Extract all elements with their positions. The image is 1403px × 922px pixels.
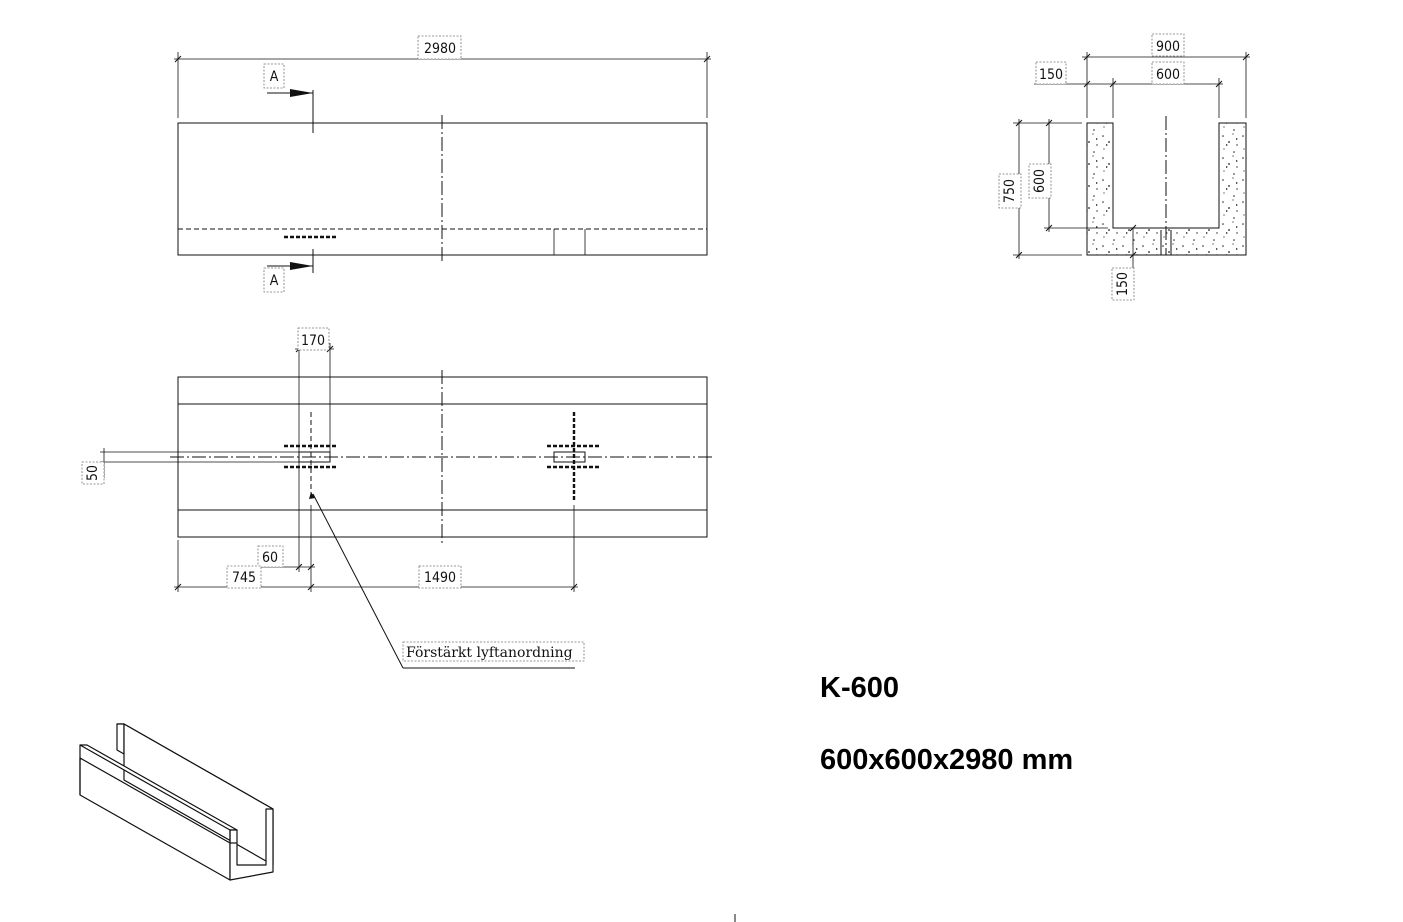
dim-section-total-width: 900 [1156,39,1180,55]
section-arrow-top [290,89,313,97]
section-mark-bottom: A [270,273,279,289]
dim-anchor-offset: 50 [85,465,101,481]
callout-note: Förstärkt lyftanordning [406,645,573,661]
product-code: K-600 [820,672,899,704]
dim-section-base: 150 [1115,272,1131,296]
dim-section-inner-height: 600 [1032,169,1048,193]
dim-anchor-spacing: 1490 [424,570,456,586]
dim-end-to-anchor: 745 [232,570,256,586]
callout-leader [312,493,404,669]
dim-section-wall: 150 [1039,67,1063,83]
lifting-anchor-left [284,412,338,498]
isometric-view [79,723,274,881]
dim-section-inner-width: 600 [1156,67,1180,83]
dim-anchor-width: 170 [301,333,325,349]
dim-overall-length: 2980 [424,41,456,57]
cross-section-view: 900 150 600 750 600 150 [998,33,1250,301]
section-arrow-bottom [290,262,313,270]
elevation-view: A A 2980 [174,35,711,293]
section-mark-top: A [270,69,279,85]
dim-section-total-height: 750 [1002,179,1018,203]
lifting-anchor-right [547,412,601,500]
plan-view: 170 50 60 745 1490 Förstärkt lyftanordni… [81,327,715,669]
dim-anchor-edge: 60 [262,550,278,566]
product-dimensions: 600x600x2980 mm [820,744,1073,776]
